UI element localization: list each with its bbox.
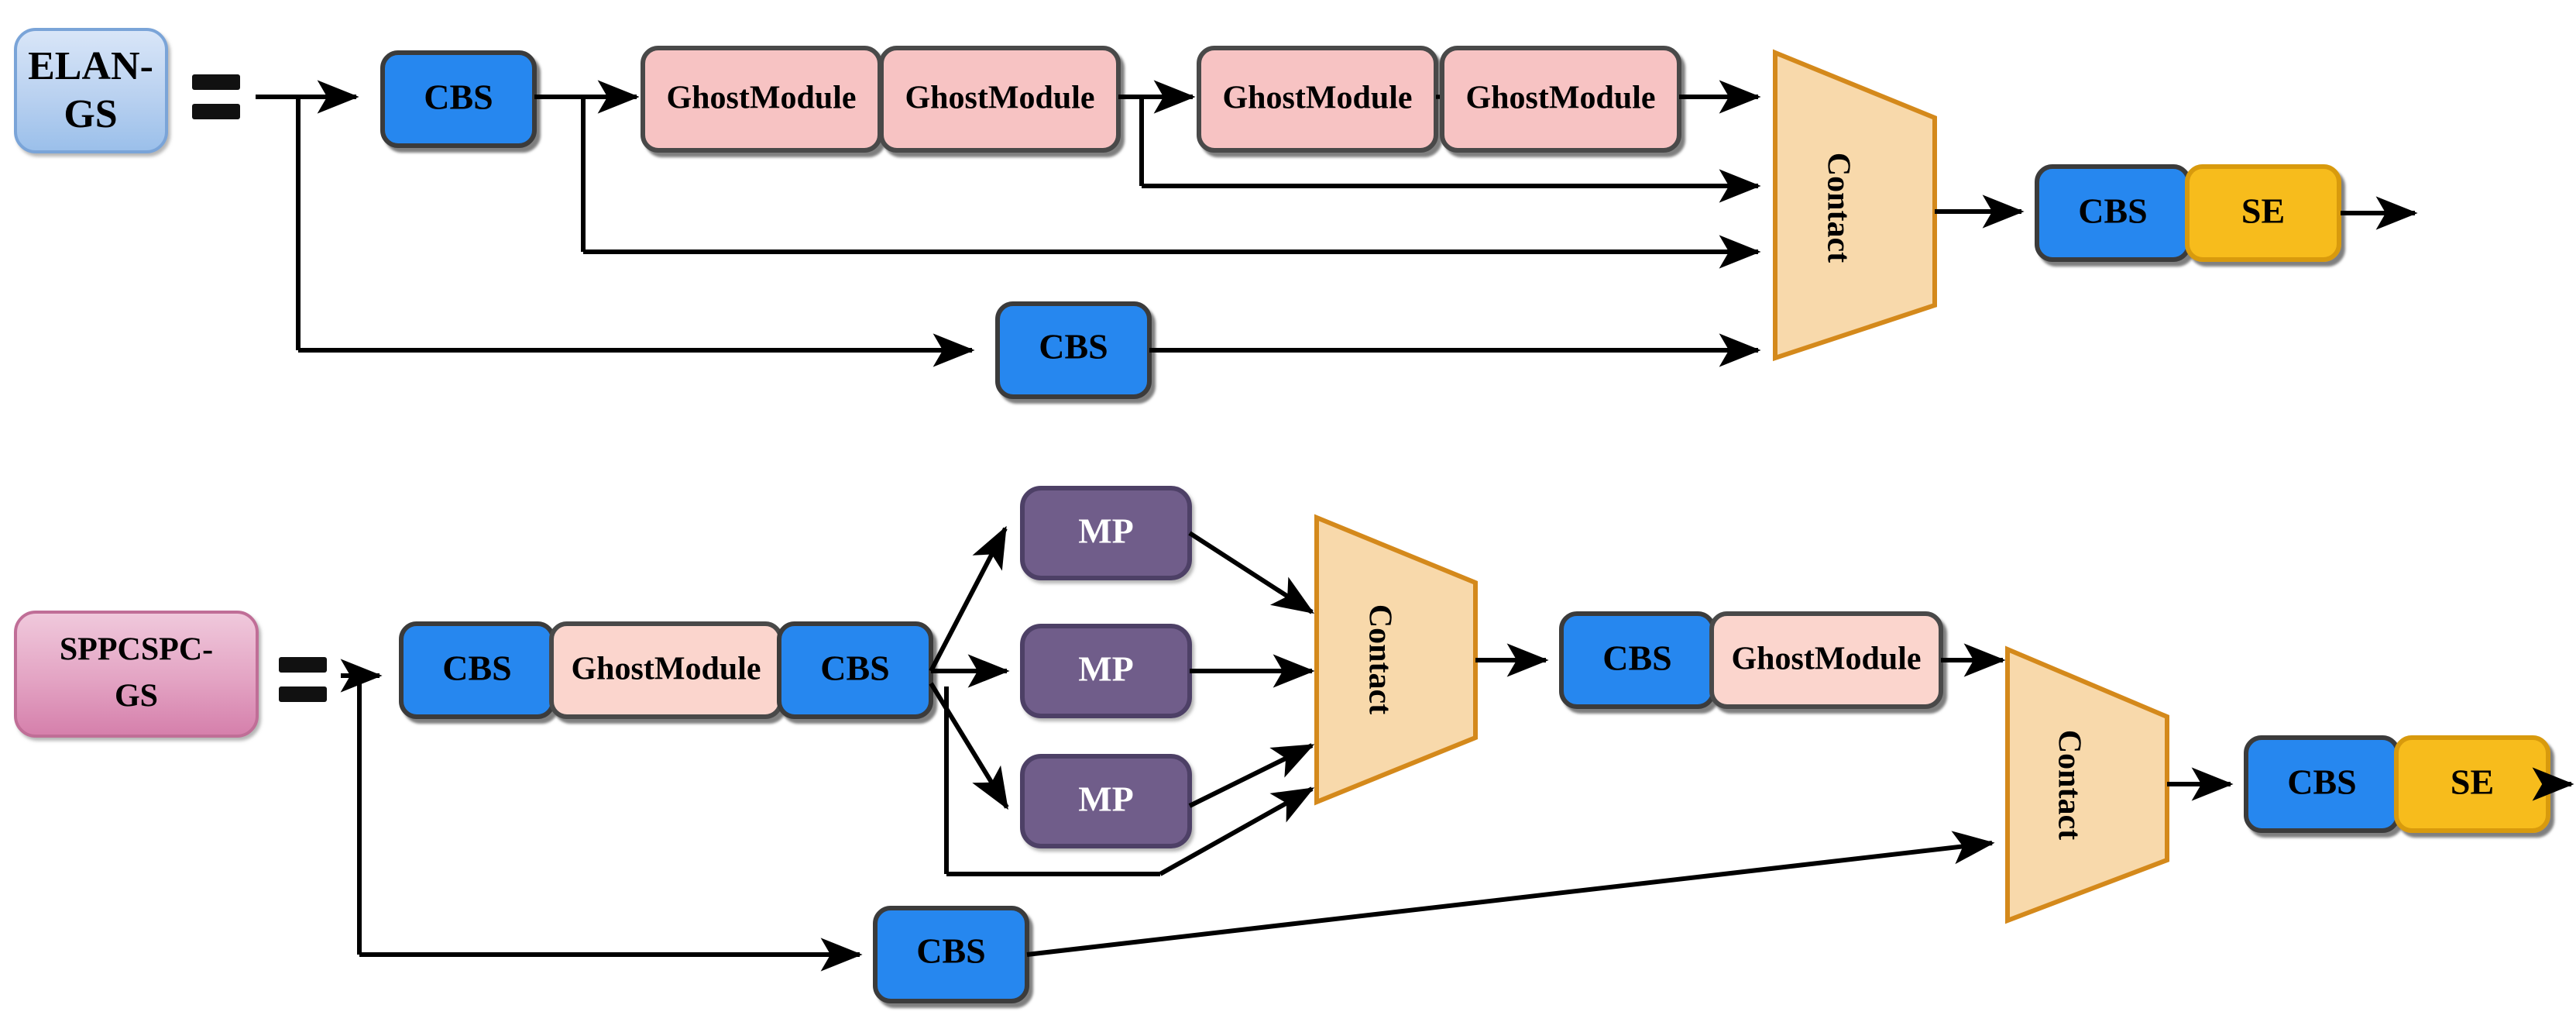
block-cbs2-row2-label: CBS <box>820 649 889 688</box>
block-cbs-skip-row2: CBS <box>873 906 1029 1003</box>
row-elan-gs: ELAN- GS CBS Gho <box>14 28 2418 399</box>
block-cbs1-row2-label: CBS <box>442 649 511 688</box>
sppcspc-gs-title-line1: SPPCSPC- <box>60 632 213 668</box>
block-contact1-row2-label: Contact <box>1362 604 1397 714</box>
block-ghost2-row2: GhostModule <box>1709 611 1943 709</box>
block-cbs-out-row1-label: CBS <box>2078 191 2147 231</box>
block-cbs-in-row1: CBS <box>380 50 537 148</box>
block-ghost-b1-shape <box>1197 46 1438 153</box>
block-contact1-row2-shape <box>1314 514 1478 806</box>
block-ghost-a1: GhostModule <box>641 46 882 153</box>
block-se-out-row1-label: SE <box>2241 191 2285 231</box>
block-cbs1-row2: CBS <box>399 621 555 719</box>
block-se-out-row2: SE <box>2394 735 2550 833</box>
block-contact-row1: Contact <box>1773 49 1937 362</box>
block-cbs3-row2-label: CBS <box>1602 638 1671 678</box>
block-ghost-a1-label: GhostModule <box>666 81 856 116</box>
sppcspc-gs-title-block: SPPCSPC- GS <box>14 611 259 738</box>
block-contact-row1-label: Contact <box>1820 153 1856 263</box>
row-sppcspc-gs: SPPCSPC- GS CBS GhostModule <box>14 486 2574 1003</box>
block-cbs-skip-row2-label: CBS <box>916 931 985 971</box>
block-cbs-skip-row1-label: CBS <box>1039 327 1108 366</box>
edge-cbs2-to-mp3 <box>929 682 1009 810</box>
block-se-out-row2-label: SE <box>2451 762 2494 802</box>
block-se-out-row1-shape <box>2185 164 2341 262</box>
block-ghost2-row2-label: GhostModule <box>1731 642 1921 677</box>
block-ghost-b2: GhostModule <box>1440 46 1681 153</box>
block-contact2-row2: Contact <box>2005 645 2169 924</box>
block-se-out-row1: SE <box>2185 164 2341 262</box>
edge-cbs2-bypass-to-contact1 <box>1159 786 1315 876</box>
block-cbs-out-row2: CBS <box>2244 735 2400 833</box>
elan-gs-title-block: ELAN- GS <box>14 28 168 153</box>
block-ghost-b1: GhostModule <box>1197 46 1438 153</box>
block-mp-3: MP <box>1020 754 1192 848</box>
block-mp-1: MP <box>1020 486 1192 580</box>
edge-mp3-to-contact1 <box>1188 743 1315 808</box>
block-contact-row1-shape <box>1773 49 1937 362</box>
block-mp-3-shape <box>1020 754 1192 848</box>
elan-gs-title-line2: GS <box>64 92 117 136</box>
sppcspc-gs-title-shape <box>14 611 259 738</box>
block-cbs3-row2: CBS <box>1559 611 1716 709</box>
block-ghost-b1-label: GhostModule <box>1222 81 1412 116</box>
block-cbs-in-row1-label: CBS <box>424 77 493 117</box>
block-mp-1-label: MP <box>1078 511 1134 551</box>
block-contact2-row2-shape <box>2005 645 2169 924</box>
block-mp-3-label: MP <box>1078 779 1134 819</box>
block-cbs-skip-row1: CBS <box>995 301 1152 399</box>
block-ghost-a2-label: GhostModule <box>905 81 1094 116</box>
block-mp-2: MP <box>1020 624 1192 718</box>
edge-cbs2-to-mp1 <box>929 525 1008 673</box>
sppcspc-gs-title-line2: GS <box>115 679 158 714</box>
block-contact2-row2-label: Contact <box>2051 730 2087 840</box>
block-mp-2-label: MP <box>1078 649 1134 689</box>
block-cbs2-row2: CBS <box>777 621 933 719</box>
block-ghost-b2-label: GhostModule <box>1465 81 1655 116</box>
elan-gs-title-line1: ELAN- <box>28 44 153 88</box>
edge-mp1-to-contact1 <box>1188 531 1315 614</box>
elan-gs-title-shape <box>14 28 168 153</box>
block-ghost1-row2: GhostModule <box>549 621 783 719</box>
block-contact1-row2: Contact <box>1314 514 1478 806</box>
block-cbs-out-row1: CBS <box>2035 164 2191 262</box>
edge-cbs-skip-to-contact2 <box>1026 831 1995 957</box>
block-ghost1-row2-label: GhostModule <box>571 652 761 687</box>
block-ghost-a2: GhostModule <box>879 46 1121 153</box>
elan-gs-equals-sign <box>192 74 240 119</box>
block-cbs-out-row2-label: CBS <box>2287 762 2356 802</box>
sppcspc-gs-equals-sign <box>279 657 327 702</box>
